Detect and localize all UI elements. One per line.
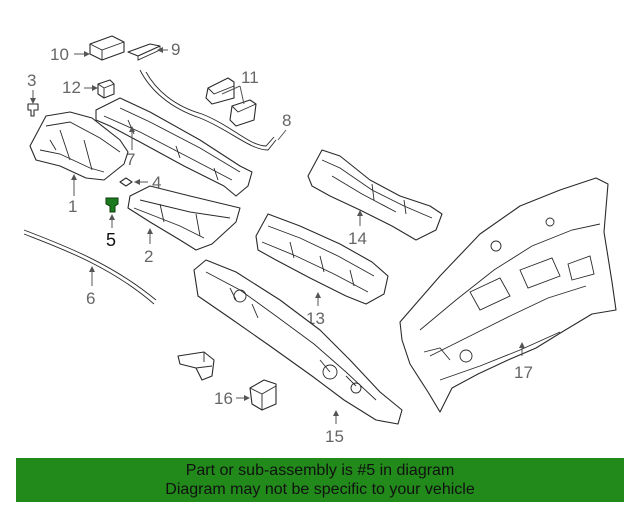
callout-15: 15 (325, 427, 344, 446)
leader-4-arrow (134, 179, 140, 185)
callout-16: 16 (214, 389, 233, 408)
leader-15-arrow (333, 410, 339, 416)
part-15-lower-panel[interactable] (193, 259, 403, 425)
callout-14: 14 (348, 229, 367, 248)
part-14-bracket[interactable] (307, 149, 443, 241)
leader-17-arrow (519, 342, 525, 348)
leader-6-arrow (89, 266, 95, 272)
part-7-cowl-top[interactable] (95, 97, 253, 197)
leader-13-arrow (315, 292, 321, 298)
leader-9-arrow (157, 47, 163, 53)
part-13-crossmember[interactable] (255, 213, 389, 305)
part-8-hose[interactable] (139, 69, 277, 151)
part-17-dash-panel[interactable] (399, 177, 617, 413)
banner-line-1: Part or sub-assembly is #5 in diagram (185, 462, 455, 479)
callout-4: 4 (152, 173, 161, 192)
part-4-clip[interactable] (119, 177, 133, 187)
leader-3-arrow (30, 98, 36, 104)
leader-7-arrow (129, 126, 135, 132)
leader-16-arrow (244, 395, 250, 401)
callout-9: 9 (171, 40, 180, 59)
part-9-clip[interactable] (127, 43, 161, 61)
callout-12: 12 (62, 78, 81, 97)
part-12-bracket[interactable] (97, 79, 115, 99)
part-10-pad[interactable] (89, 35, 125, 61)
parts-diagram: 10 9 3 12 8 11 7 (23, 35, 617, 446)
callout-10: 10 (50, 45, 69, 64)
callout-6: 6 (86, 289, 95, 308)
callout-5: 5 (106, 230, 116, 250)
callout-1: 1 (68, 197, 77, 216)
leader-2-arrow (147, 228, 153, 234)
part-3-clip[interactable] (27, 103, 39, 117)
banner-line-2: Diagram may not be specific to your vehi… (165, 481, 475, 498)
callout-7: 7 (126, 150, 135, 169)
leader-5-arrow (109, 214, 115, 220)
part-16-brackets[interactable] (177, 351, 277, 411)
leader-1-arrow (71, 174, 77, 180)
leader-12-arrow (92, 85, 98, 91)
part-2-cowl-lower[interactable] (127, 185, 241, 251)
leader-11 (221, 85, 245, 105)
part-6-seal[interactable] (23, 229, 157, 305)
callout-3: 3 (27, 71, 36, 90)
leader-8 (277, 129, 287, 141)
leader-10-arrow (84, 51, 90, 57)
callout-8: 8 (282, 111, 291, 130)
callout-17: 17 (514, 363, 533, 382)
part-1-cowl-panel[interactable] (29, 111, 129, 181)
callout-11: 11 (241, 68, 259, 87)
part-5-highlighted[interactable] (105, 197, 119, 213)
callout-2: 2 (144, 247, 153, 266)
leader-14-arrow (357, 210, 363, 216)
info-banner: Part or sub-assembly is #5 in diagram Di… (16, 458, 624, 502)
part-11-brackets[interactable] (205, 77, 257, 127)
